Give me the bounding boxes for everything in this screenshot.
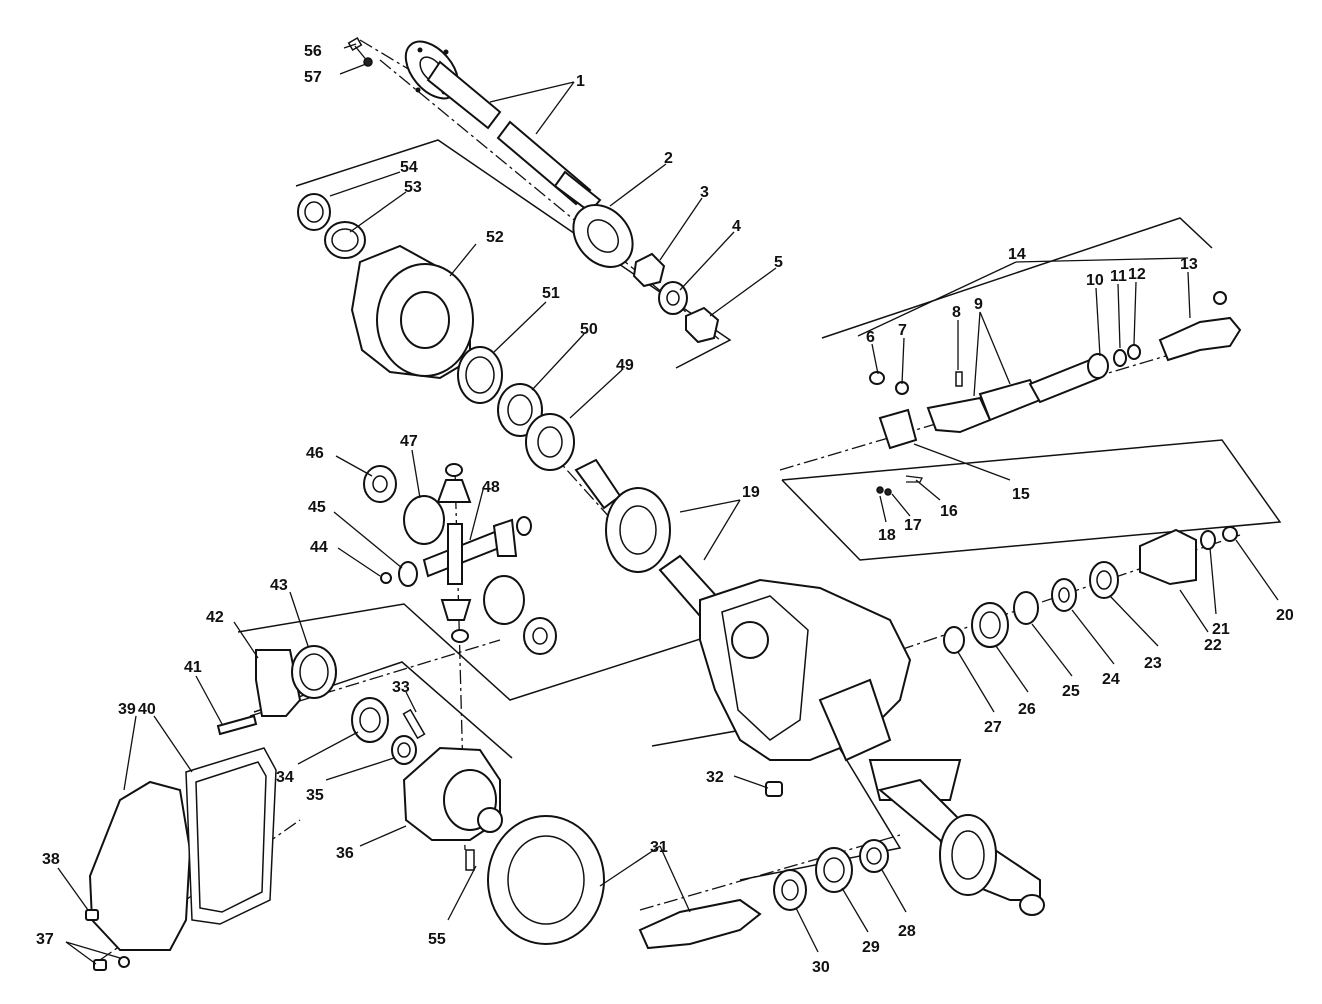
leader-lines bbox=[57, 43, 1279, 965]
diff-bearings bbox=[457, 346, 575, 471]
axle-washers bbox=[572, 204, 720, 344]
callout-30: 30 bbox=[812, 959, 830, 976]
callout-36: 36 bbox=[336, 845, 354, 862]
callout-22: 22 bbox=[1204, 637, 1222, 654]
callout-17: 17 bbox=[904, 517, 922, 534]
callout-39: 39 bbox=[118, 701, 136, 718]
ring-and-pinion bbox=[487, 815, 889, 950]
callout-43: 43 bbox=[270, 577, 288, 594]
callout-29: 29 bbox=[862, 939, 880, 956]
callout-8: 8 bbox=[952, 304, 961, 321]
callout-11: 11 bbox=[1110, 268, 1127, 285]
callout-4: 4 bbox=[732, 218, 741, 235]
callout-50: 50 bbox=[580, 321, 598, 338]
callout-25: 25 bbox=[1062, 683, 1080, 700]
callout-26: 26 bbox=[1018, 701, 1036, 718]
callout-42: 42 bbox=[206, 609, 224, 626]
callout-14: 14 bbox=[1008, 246, 1026, 263]
differential-gears bbox=[363, 463, 557, 655]
callout-13: 13 bbox=[1180, 256, 1198, 273]
callout-19: 19 bbox=[742, 484, 760, 501]
callout-18: 18 bbox=[878, 527, 896, 544]
callout-21: 21 bbox=[1212, 621, 1230, 638]
callout-3: 3 bbox=[700, 184, 709, 201]
axle-housing bbox=[699, 578, 1045, 916]
callout-24: 24 bbox=[1102, 671, 1120, 688]
callout-41: 41 bbox=[184, 659, 202, 676]
callout-51: 51 bbox=[542, 285, 560, 302]
callout-6: 6 bbox=[866, 329, 875, 346]
callout-35: 35 bbox=[306, 787, 324, 804]
pinion-yoke-group bbox=[943, 526, 1238, 654]
callout-27: 27 bbox=[984, 719, 1002, 736]
callout-7: 7 bbox=[898, 322, 907, 339]
callout-28: 28 bbox=[898, 923, 916, 940]
pinion-bearing-group bbox=[297, 193, 474, 380]
callout-10: 10 bbox=[1086, 272, 1104, 289]
callout-57: 57 bbox=[304, 69, 322, 86]
callout-16: 16 bbox=[940, 503, 958, 520]
callout-5: 5 bbox=[774, 254, 783, 271]
callout-31: 31 bbox=[650, 839, 668, 856]
callout-44: 44 bbox=[310, 539, 328, 556]
callout-38: 38 bbox=[42, 851, 60, 868]
callout-37: 37 bbox=[36, 931, 54, 948]
knuckle-assembly bbox=[869, 291, 1242, 450]
retainer-clips bbox=[876, 475, 923, 496]
fill-plug bbox=[765, 781, 783, 797]
callout-12: 12 bbox=[1128, 266, 1146, 283]
callout-45: 45 bbox=[308, 499, 326, 516]
callout-54: 54 bbox=[400, 159, 418, 176]
callout-53: 53 bbox=[404, 179, 422, 196]
case-bearing-group bbox=[351, 697, 503, 871]
callout-33: 33 bbox=[392, 679, 410, 696]
callout-15: 15 bbox=[1012, 486, 1030, 503]
callout-49: 49 bbox=[616, 357, 634, 374]
callout-55: 55 bbox=[428, 931, 446, 948]
diff-cover bbox=[85, 747, 277, 971]
callout-34: 34 bbox=[276, 769, 294, 786]
callout-52: 52 bbox=[486, 229, 504, 246]
callout-46: 46 bbox=[306, 445, 324, 462]
callout-48: 48 bbox=[482, 479, 500, 496]
callout-56: 56 bbox=[304, 43, 322, 60]
axle-tube-left bbox=[574, 458, 722, 618]
callout-2: 2 bbox=[664, 150, 673, 167]
bearing-cap bbox=[216, 645, 337, 736]
axle-shaft bbox=[404, 40, 602, 214]
wheel-bolt bbox=[347, 37, 373, 67]
callout-1: 1 bbox=[576, 73, 585, 90]
callout-20: 20 bbox=[1276, 607, 1294, 624]
callout-32: 32 bbox=[706, 769, 724, 786]
callout-47: 47 bbox=[400, 433, 418, 450]
callout-9: 9 bbox=[974, 296, 983, 313]
callout-23: 23 bbox=[1144, 655, 1162, 672]
callout-40: 40 bbox=[138, 701, 156, 718]
callout-labels: 1 2 3 4 5 6 7 8 9 10 11 12 13 14 15 16 1… bbox=[36, 43, 1294, 976]
